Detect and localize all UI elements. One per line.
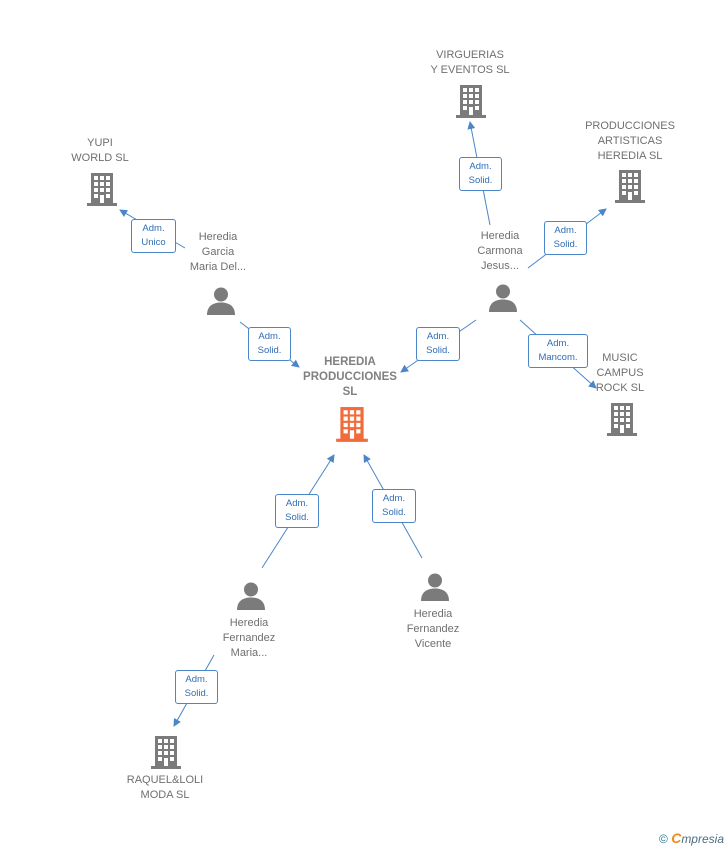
node-label: RAQUEL&LOLI MODA SL (126, 774, 204, 801)
relation-badge[interactable]: Adm. Solid. (248, 327, 291, 361)
relation-badge[interactable]: Adm. Solid. (459, 157, 502, 191)
node-label: Heredia Fernandez Vicente (406, 608, 460, 650)
copyright-symbol: © (659, 832, 668, 846)
node-label: HEREDIA PRODUCCIONES SL (303, 356, 397, 398)
person-icon (488, 283, 518, 313)
node-label: YUPI WORLD SL (71, 137, 129, 164)
relation-badge[interactable]: Adm. Mancom. (528, 334, 588, 368)
node-label: Heredia Garcia Maria Del... (189, 231, 247, 273)
node-yupi[interactable]: YUPI WORLD SL (40, 136, 160, 166)
node-label: PRODUCCIONES ARTISTICAS HEREDIA SL (585, 120, 675, 162)
building-icon (86, 172, 118, 208)
person-icon (420, 572, 450, 602)
node-label: Heredia Carmona Jesus... (477, 230, 523, 272)
building-icon (335, 406, 369, 444)
node-producciones-artisticas[interactable]: PRODUCCIONES ARTISTICAS HEREDIA SL (560, 119, 700, 164)
brand-initial: C (671, 830, 682, 846)
brand-footer: © Cmpresia (659, 830, 724, 846)
relation-badge[interactable]: Adm. Solid. (544, 221, 587, 255)
relation-badge[interactable]: Adm. Solid. (416, 327, 460, 361)
person-icon (236, 581, 266, 611)
node-center[interactable]: HEREDIA PRODUCCIONES SL (280, 355, 420, 400)
relation-badge[interactable]: Adm. Solid. (275, 494, 319, 528)
building-icon (455, 84, 487, 120)
node-label: Heredia Fernandez Maria... (222, 617, 276, 659)
building-icon (150, 735, 182, 771)
node-heredia-garcia[interactable]: Heredia Garcia Maria Del... (158, 230, 278, 275)
node-label: VIRGUERIAS Y EVENTOS SL (430, 49, 510, 76)
building-icon (614, 169, 646, 205)
node-raquel-loli[interactable]: RAQUEL&LOLI MODA SL (100, 773, 230, 803)
node-heredia-fernandez-vicente[interactable]: Heredia Fernandez Vicente (373, 607, 493, 652)
node-label: MUSIC CAMPUS ROCK SL (595, 352, 645, 394)
node-heredia-fernandez-maria[interactable]: Heredia Fernandez Maria... (189, 616, 309, 661)
node-heredia-carmona[interactable]: Heredia Carmona Jesus... (440, 229, 560, 274)
relation-badge[interactable]: Adm. Solid. (175, 670, 218, 704)
node-virguerias[interactable]: VIRGUERIAS Y EVENTOS SL (400, 48, 540, 78)
person-icon (206, 286, 236, 316)
building-icon (606, 402, 638, 438)
brand-name: mpresia (681, 832, 724, 846)
relation-badge[interactable]: Adm. Unico (131, 219, 176, 253)
node-music-campus[interactable]: MUSIC CAMPUS ROCK SL (575, 351, 665, 396)
relation-badge[interactable]: Adm. Solid. (372, 489, 416, 523)
